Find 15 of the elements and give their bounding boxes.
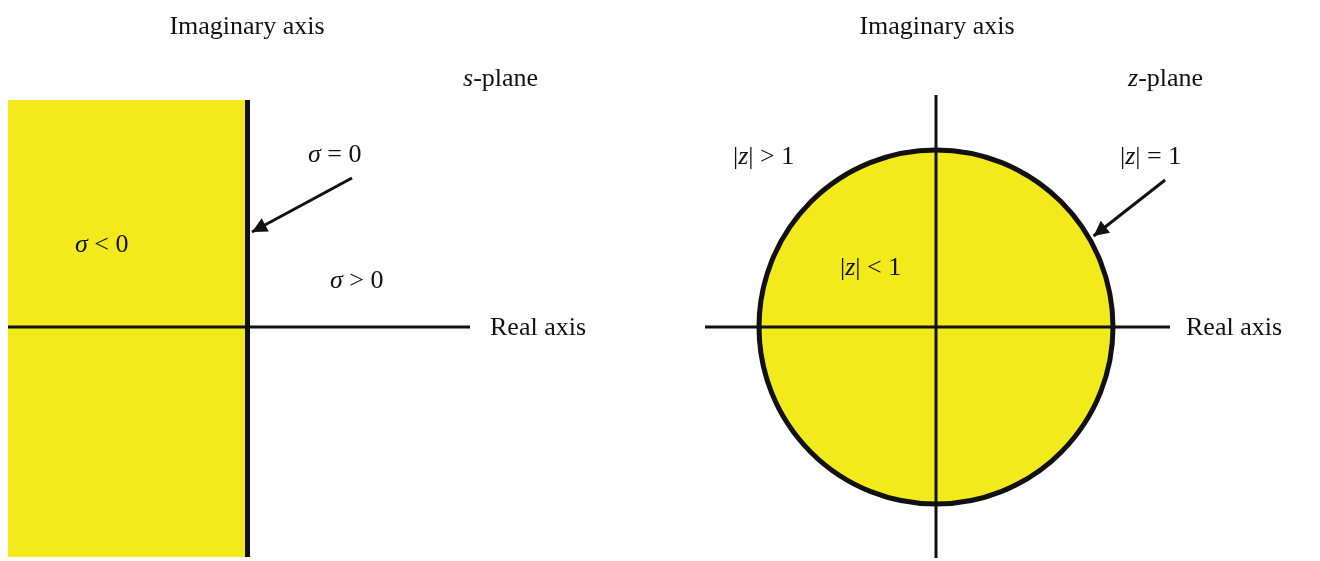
axis-label: σ > 0 [330,264,384,296]
axis-label: Imaginary axis [168,10,326,42]
axis-label: Real axis [490,311,587,343]
axis-label: s-plane [463,62,539,94]
region-label: σ < 0 [75,228,129,260]
axis-label: |z| > 1 [733,140,795,172]
callout-label: |z| = 1 [1120,140,1182,172]
axis-label: Real axis [1186,311,1283,343]
leader-arrow [251,176,353,234]
axis-label: Imaginary axis [858,10,1016,42]
callout-label: σ = 0 [308,138,362,170]
region-label: |z| < 1 [840,251,902,283]
shaded-region [8,100,246,557]
leader-arrow [1092,178,1167,238]
axis-label: z-plane [1128,62,1204,94]
